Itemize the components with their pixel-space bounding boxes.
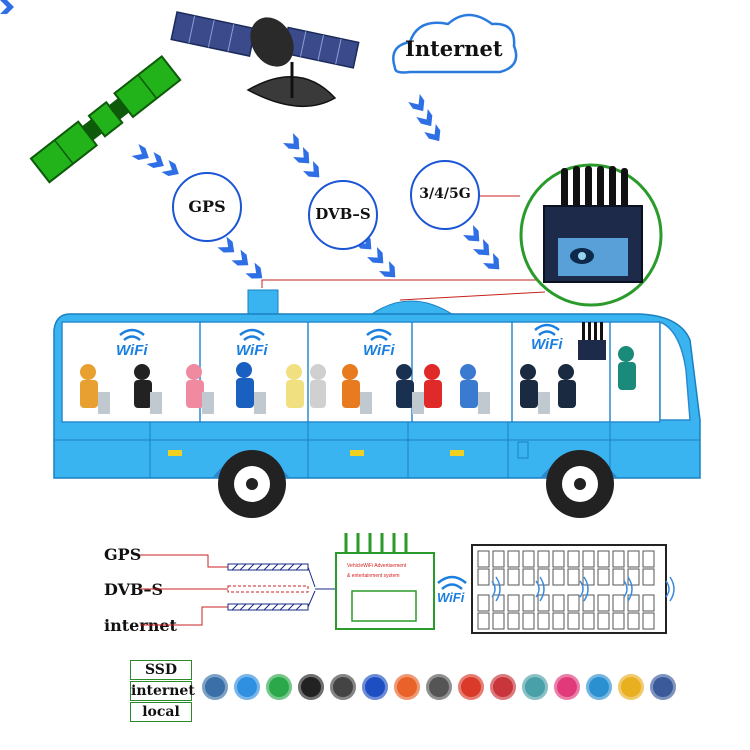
internet-arrows-lower — [463, 225, 500, 270]
gps-arrows-upper — [131, 143, 179, 177]
game-icon[interactable] — [298, 674, 324, 700]
bus-illustration — [53, 289, 701, 518]
internet-cloud-label: Internet — [405, 36, 503, 61]
gps-label: GPS — [188, 197, 226, 216]
ebook-icon[interactable] — [394, 674, 420, 700]
storage-local-label: local — [130, 702, 192, 722]
dvb-satellite-icon — [170, 11, 360, 108]
front-wheel-icon — [218, 450, 286, 518]
shop-icon[interactable] — [554, 674, 580, 700]
cloud-icon — [392, 13, 518, 74]
wifi-icon-4 — [534, 323, 560, 336]
passengers-icon — [80, 346, 636, 408]
wifi-icon-3 — [366, 328, 392, 341]
wifi-icon-1 — [119, 328, 145, 341]
music-icon[interactable] — [234, 674, 260, 700]
top-network-diagram — [0, 0, 561, 301]
wifi-label-1: WiFi — [116, 342, 148, 359]
storage-internet-label: internet — [130, 681, 195, 701]
bottom-wifi-icon — [437, 575, 467, 590]
seat-map-icon — [471, 544, 675, 634]
wifi-system-device-icon — [335, 533, 435, 630]
seats-icon — [98, 392, 550, 414]
app-icon-row — [202, 674, 702, 704]
device-text-2: & entertainment system — [347, 573, 400, 579]
system-block-diagram — [140, 533, 675, 634]
cellular-label: 3/4/5G — [419, 186, 471, 202]
news-icon[interactable] — [458, 674, 484, 700]
wifi-label-4: WiFi — [531, 336, 563, 353]
dvbs-label: DVB–S — [315, 205, 371, 223]
dvbs-circle: DVB–S — [308, 180, 378, 250]
video-icon[interactable] — [202, 674, 228, 700]
wifi-label-2: WiFi — [236, 342, 268, 359]
location-icon[interactable] — [586, 674, 612, 700]
cable-icon — [227, 563, 336, 611]
wifi-icon-2 — [239, 328, 265, 341]
bus-router-icon — [578, 322, 606, 360]
ads-icon[interactable] — [490, 674, 516, 700]
camera-icon[interactable] — [426, 674, 452, 700]
roof-box-icon — [247, 289, 279, 315]
radio-icon[interactable] — [330, 674, 356, 700]
internet-arrows-upper — [408, 93, 441, 142]
settings-hand-icon[interactable] — [650, 674, 676, 700]
router-zoom-circle — [519, 163, 663, 307]
input-dvbs-label: DVB–S — [104, 580, 164, 599]
router-antennas-icon — [561, 166, 628, 208]
device-text-1: VehicleWiFi Advertisement — [347, 563, 407, 569]
input-gps-label: GPS — [104, 545, 142, 564]
bottom-wifi-label: WiFi — [437, 590, 465, 605]
roof-dome-icon — [370, 300, 454, 315]
gps-satellite-icon — [29, 54, 182, 184]
wifi-label-3: WiFi — [363, 342, 395, 359]
browser-icon[interactable] — [362, 674, 388, 700]
search-icon[interactable] — [618, 674, 644, 700]
rear-wheel-icon — [546, 450, 614, 518]
signal-arrows — [0, 0, 14, 14]
tv-icon[interactable] — [266, 674, 292, 700]
gps-arrows-lower — [217, 236, 263, 279]
dvb-arrows-upper — [283, 133, 320, 178]
cellular-circle: 3/4/5G — [410, 160, 480, 230]
storage-ssd-label: SSD — [130, 660, 192, 680]
gps-circle: GPS — [172, 172, 242, 242]
history-icon[interactable] — [522, 674, 548, 700]
